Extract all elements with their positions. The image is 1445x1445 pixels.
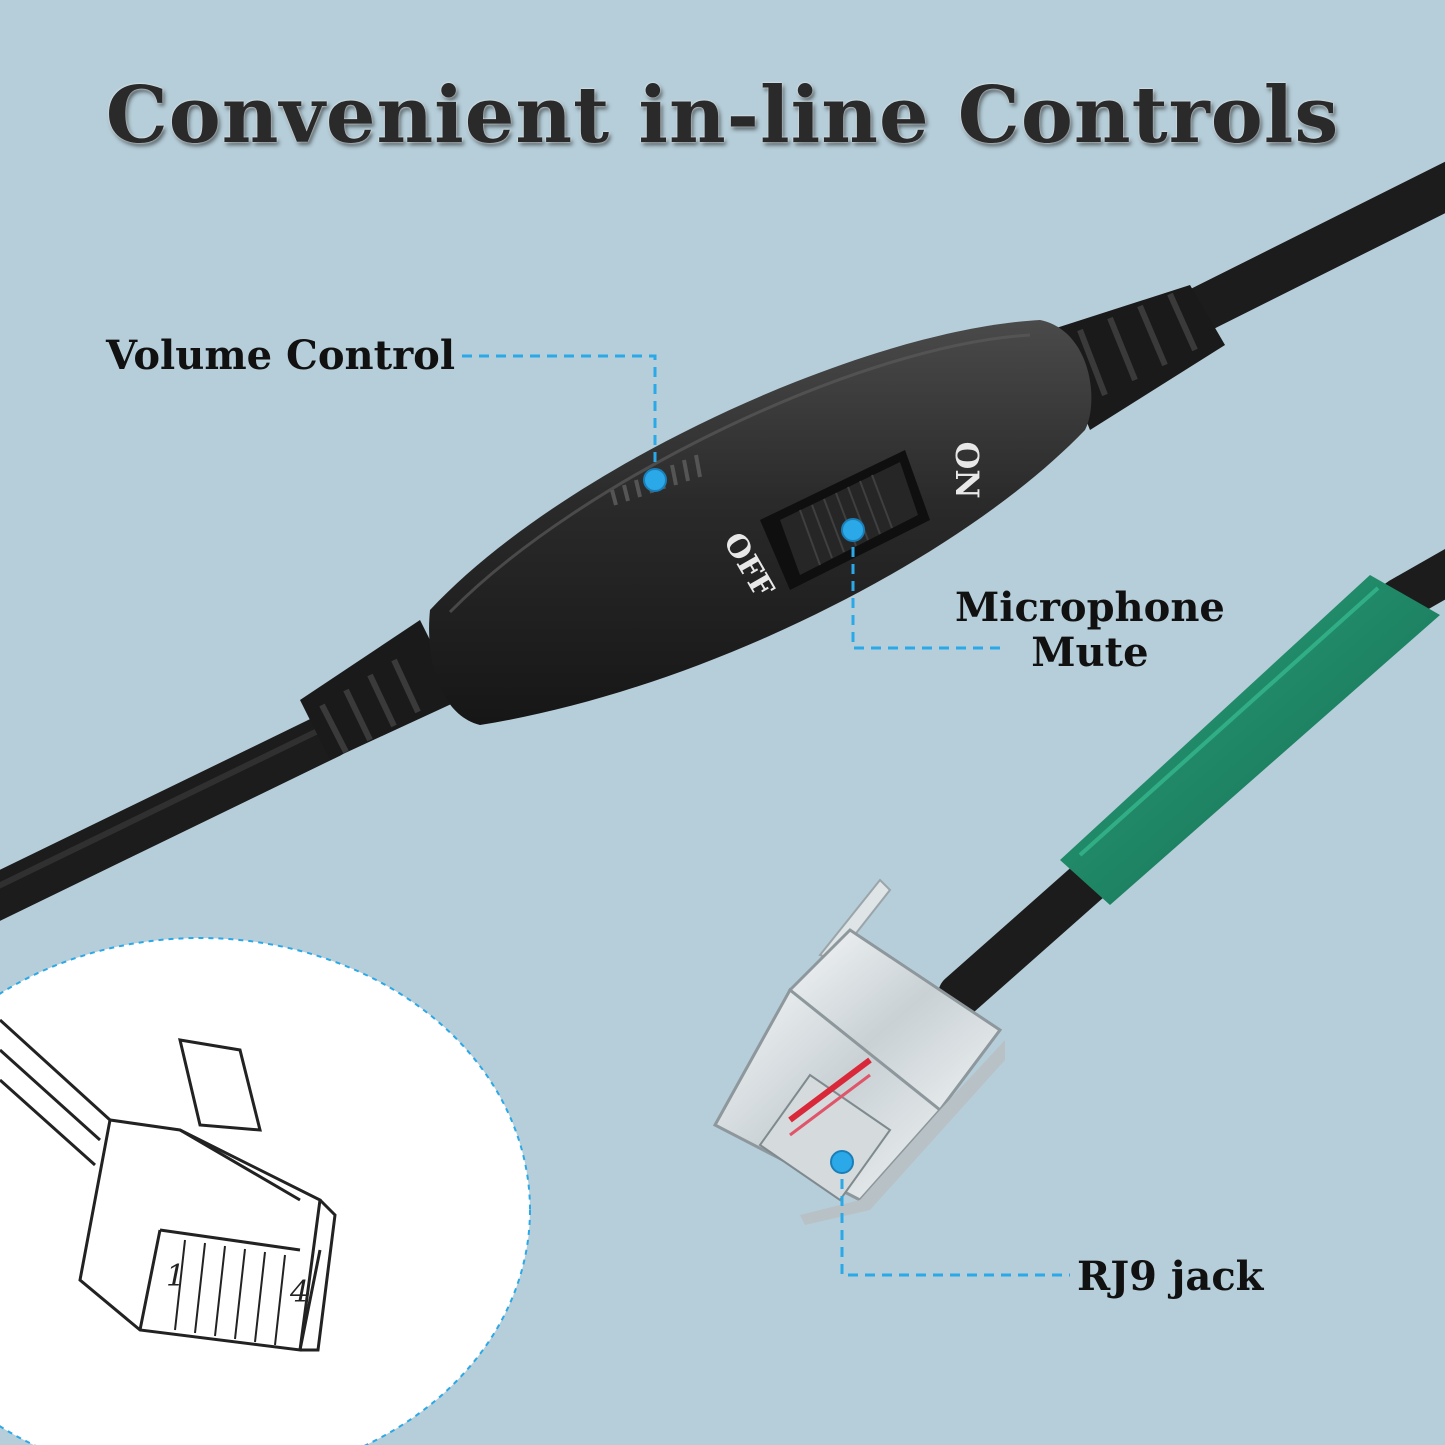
callout-dots xyxy=(643,468,865,1174)
volume-marker-dot xyxy=(643,468,667,492)
rj9-plug xyxy=(712,878,1005,1225)
inline-control-body xyxy=(429,320,1092,725)
cable xyxy=(0,161,1445,921)
strain-relief-left xyxy=(300,620,460,760)
pin-1-label: 1 xyxy=(166,1259,185,1294)
jack-marker-dot xyxy=(830,1150,854,1174)
pinout-inset xyxy=(0,937,531,1445)
volume-control-label: Volume Control xyxy=(106,332,456,379)
switch-on-label: ON xyxy=(948,441,986,498)
microphone-mute-line1: Microphone xyxy=(955,584,1225,631)
plug-cable xyxy=(938,548,1445,1017)
rj9-jack-label: RJ9 jack xyxy=(1077,1253,1264,1300)
green-sleeve xyxy=(1060,575,1440,905)
pin-4-label: 4 xyxy=(289,1275,309,1310)
mute-marker-dot xyxy=(841,518,865,542)
microphone-mute-line2: Mute xyxy=(1031,629,1149,676)
microphone-mute-label: Microphone Mute xyxy=(955,585,1225,675)
callout-lines xyxy=(462,354,1070,1277)
headline: Convenient in-line Controls xyxy=(105,70,1340,161)
rj9-line-drawing xyxy=(0,1018,337,1352)
strain-relief-right xyxy=(1050,285,1225,430)
